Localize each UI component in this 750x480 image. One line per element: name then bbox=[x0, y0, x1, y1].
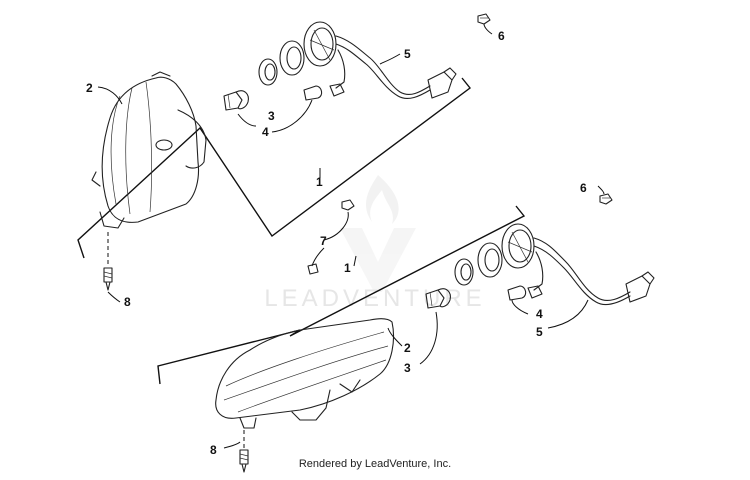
upper-small-bulb-4 bbox=[303, 85, 323, 101]
lower-grommet-6 bbox=[599, 193, 613, 205]
lower-headlight-housing bbox=[215, 318, 395, 429]
lower-small-bulb-4 bbox=[507, 285, 527, 301]
upper-callout-3: 3 bbox=[268, 109, 275, 123]
upper-callout-4: 4 bbox=[262, 125, 269, 139]
lower-assembly-bracket bbox=[157, 205, 526, 385]
upper-callout-2: 2 bbox=[86, 81, 93, 95]
upper-assembly: 1 2 3 4 5 6 7 8 bbox=[77, 13, 505, 309]
upper-callout-5: 5 bbox=[404, 47, 411, 61]
upper-callout-6: 6 bbox=[498, 29, 505, 43]
lower-callout-3: 3 bbox=[404, 361, 411, 375]
lower-callout-2: 2 bbox=[404, 341, 411, 355]
lower-wiring-harness-5 bbox=[527, 237, 655, 305]
upper-wiring-harness-5 bbox=[329, 35, 457, 99]
lower-screw-8 bbox=[239, 430, 249, 473]
lower-callout-1: 1 bbox=[344, 261, 351, 275]
lower-callout-6: 6 bbox=[580, 181, 587, 195]
upper-callout-7: 7 bbox=[320, 234, 327, 248]
upper-grommet-6 bbox=[477, 13, 491, 25]
lower-bulb-3 bbox=[425, 288, 451, 309]
upper-clip-7 bbox=[307, 199, 355, 275]
footer-credit: Rendered by LeadVenture, Inc. bbox=[298, 458, 452, 470]
upper-bulb-3 bbox=[223, 90, 249, 111]
lower-assembly: 1 2 3 4 5 6 8 bbox=[157, 181, 655, 473]
lower-callout-8: 8 bbox=[210, 443, 217, 457]
upper-screw-8 bbox=[103, 232, 113, 291]
watermark-text: LEADVENTURE bbox=[264, 285, 485, 312]
watermark-logo-icon bbox=[340, 175, 416, 292]
lower-socket-rings bbox=[454, 223, 535, 286]
lower-callout-4: 4 bbox=[536, 307, 543, 321]
upper-headlight-housing bbox=[91, 71, 207, 229]
upper-socket-rings bbox=[258, 21, 337, 86]
lower-callout-5: 5 bbox=[536, 325, 543, 339]
upper-callout-8: 8 bbox=[124, 295, 131, 309]
upper-assembly-bracket bbox=[77, 77, 471, 259]
upper-callout-1: 1 bbox=[316, 175, 323, 189]
